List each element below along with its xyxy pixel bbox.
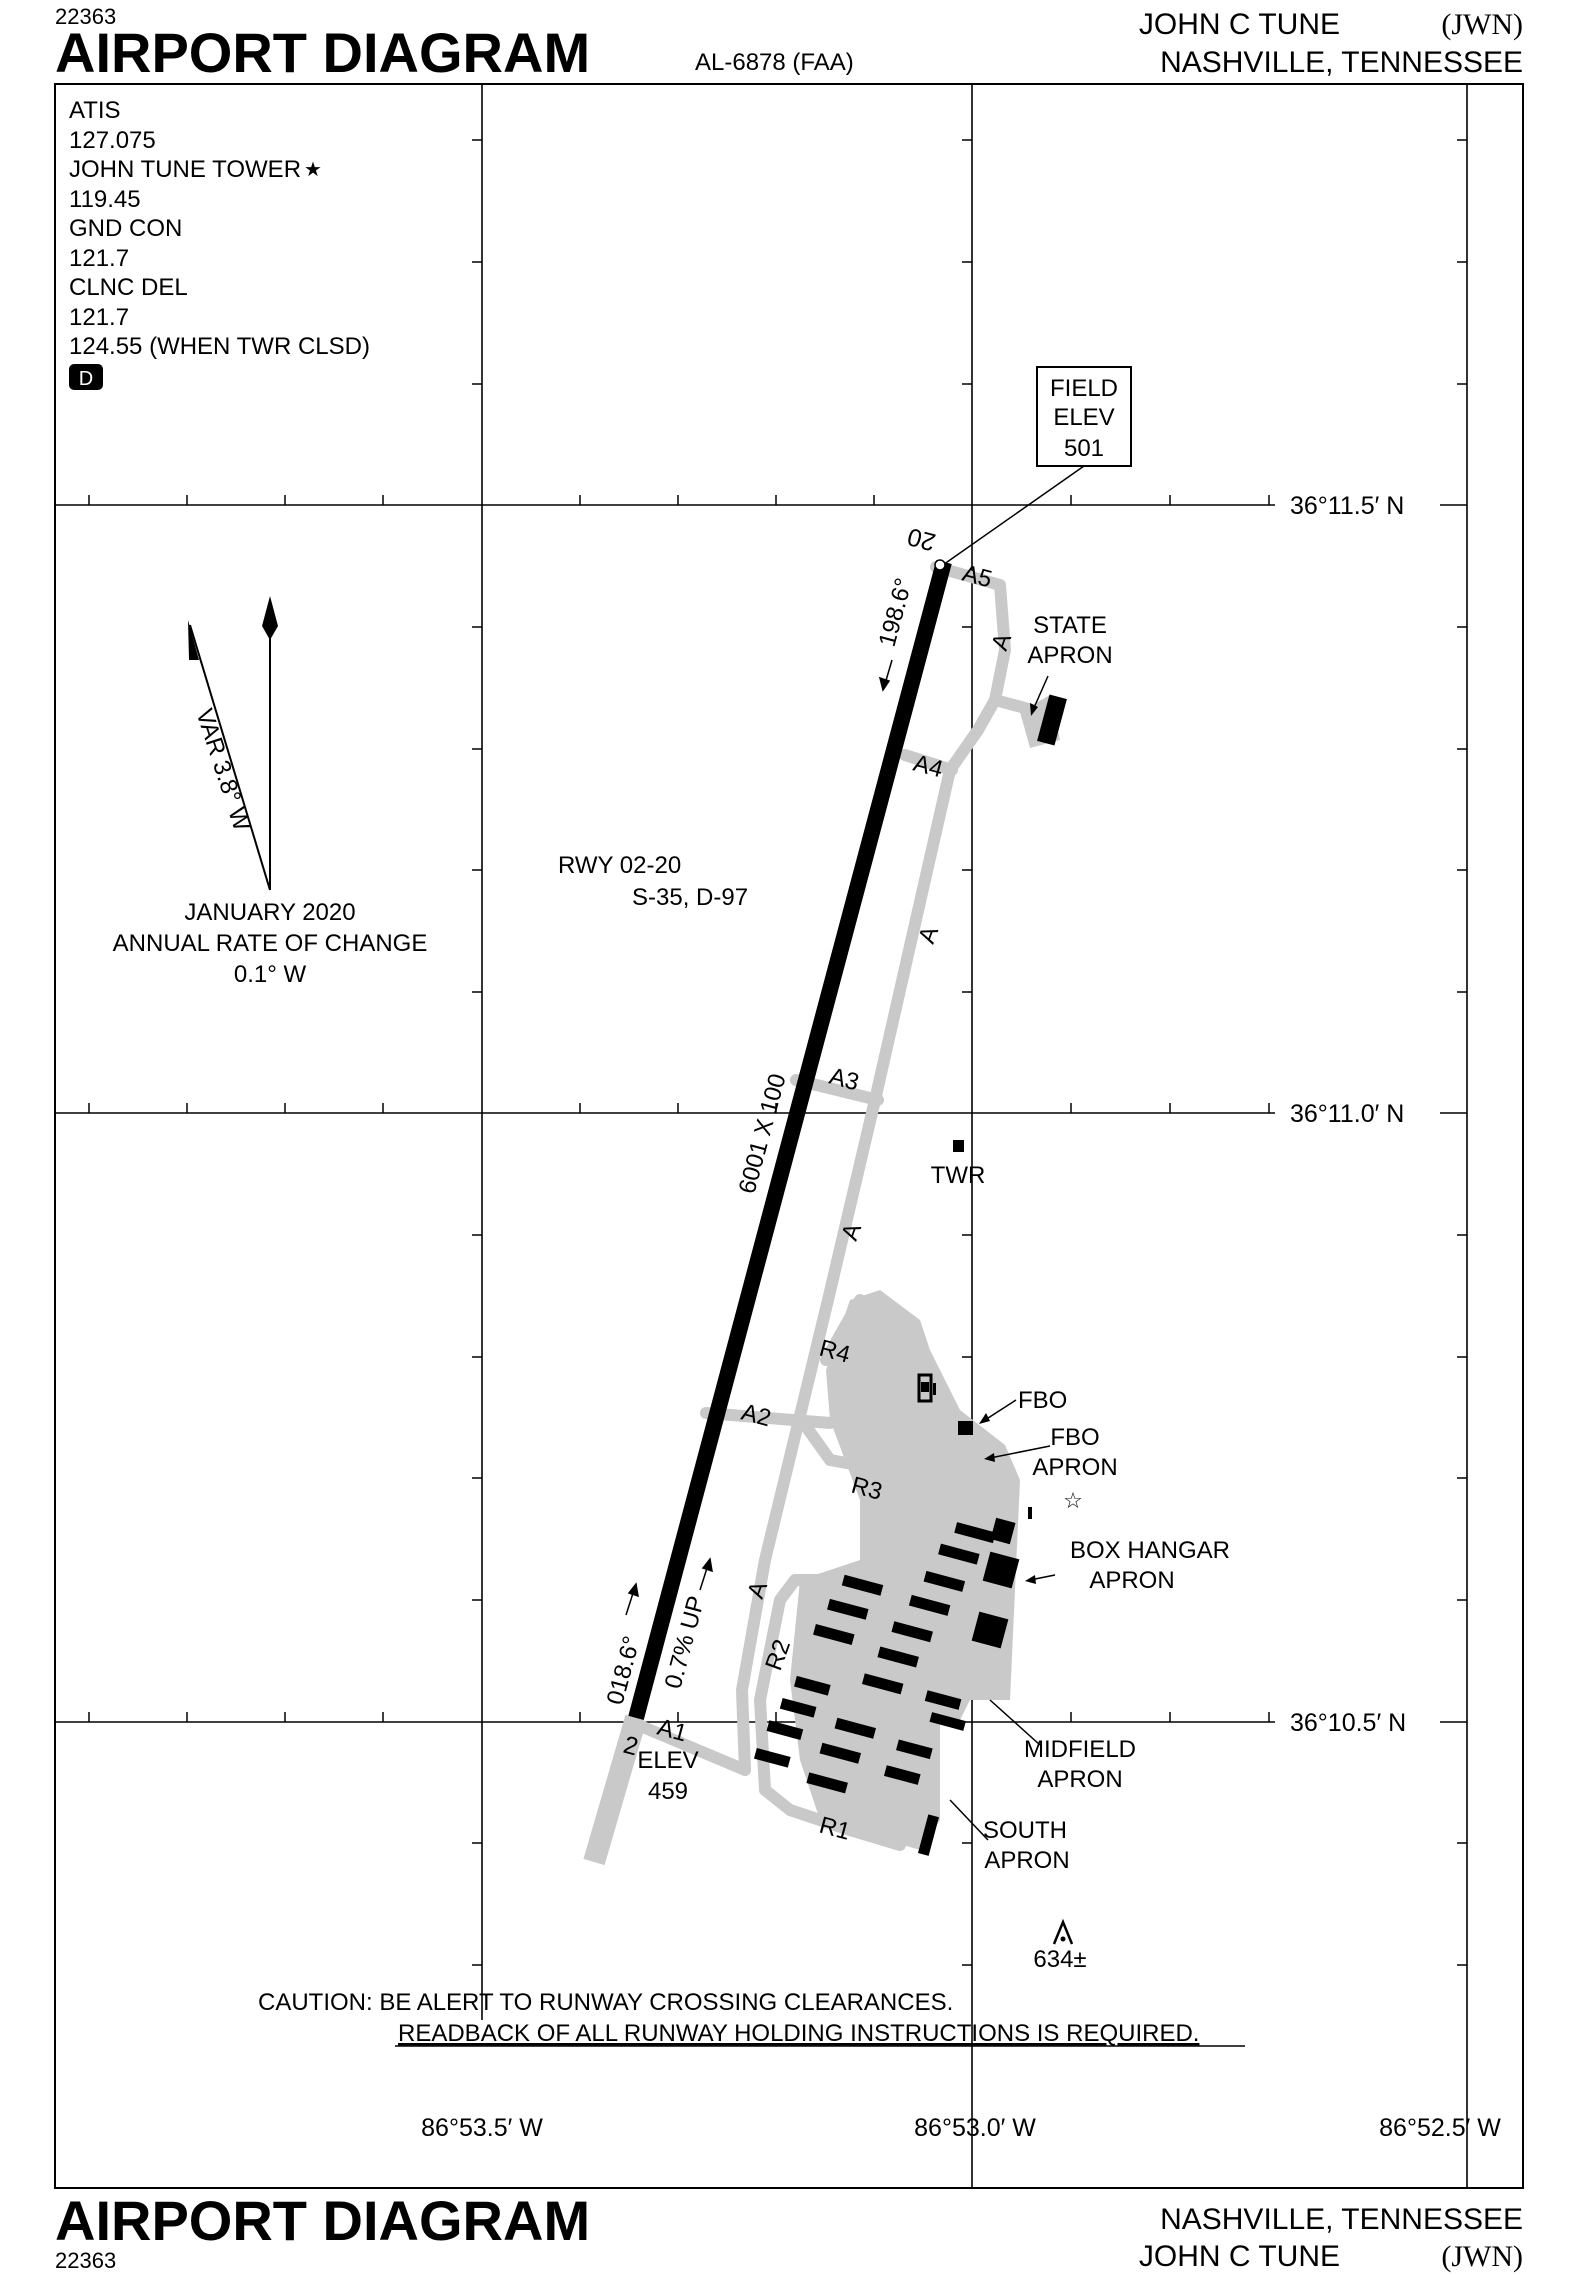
longitude-label-1: 86°53.5′ W bbox=[421, 2114, 543, 2142]
city-state-top: NASHVILLE, TENNESSEE bbox=[1160, 46, 1523, 79]
runway-heading-north: 198.6° bbox=[874, 575, 918, 649]
latitude-label-1: 36°11.5′ N bbox=[1290, 492, 1404, 520]
runway-strength: S-35, D-97 bbox=[632, 884, 748, 911]
runway-paved bbox=[628, 559, 952, 1721]
freq-line: GND CON bbox=[69, 215, 182, 242]
arrow-icon bbox=[979, 1413, 990, 1424]
field-elev-value: 501 bbox=[1064, 435, 1104, 462]
box-hangar-label: BOX HANGAR bbox=[1070, 1537, 1230, 1564]
title-top: AIRPORT DIAGRAM bbox=[55, 21, 590, 84]
minute-ticks bbox=[88, 139, 1467, 1966]
airport-name-top: JOHN C TUNE bbox=[1139, 8, 1340, 41]
chart-frame bbox=[54, 83, 1524, 2189]
taxiway-label-a4: A4 bbox=[910, 750, 945, 784]
state-apron-label: STATE bbox=[1033, 612, 1107, 639]
box-hangar bbox=[990, 1517, 1016, 1545]
freq-line: 124.55 (WHEN TWR CLSD) bbox=[69, 333, 370, 360]
buildings bbox=[753, 694, 1067, 1856]
arrow-icon bbox=[984, 1453, 995, 1462]
beacon-star-icon: ☆ bbox=[1063, 1488, 1083, 1513]
runway-overrun bbox=[583, 1714, 647, 1866]
magnetic-variation: VAR 3.8° W JANUARY 2020 ANNUAL RATE OF C… bbox=[113, 596, 428, 988]
arrow-icon bbox=[1025, 1575, 1036, 1584]
d-badge-icon bbox=[69, 364, 103, 390]
runway-designation: RWY 02-20 bbox=[558, 852, 681, 879]
field-elevation-box: FIELD ELEV 501 bbox=[939, 366, 1132, 568]
south-apron-label: APRON bbox=[984, 1847, 1069, 1874]
runway-elev-value: 459 bbox=[648, 1778, 688, 1805]
freq-line: 127.075 bbox=[69, 127, 156, 154]
variation-rate: 0.1° W bbox=[234, 961, 307, 988]
runway-arrows bbox=[625, 659, 893, 1616]
freq-line: 121.7 bbox=[69, 304, 129, 331]
field-elev-line2: ELEV bbox=[1053, 404, 1114, 431]
state-hangar bbox=[1037, 694, 1067, 746]
freq-line: 119.45 bbox=[69, 186, 141, 213]
fbo-label: FBO bbox=[1018, 1387, 1067, 1414]
caution-line-1: CAUTION: BE ALERT TO RUNWAY CROSSING CLE… bbox=[258, 1989, 953, 2016]
caution-line-2: READBACK OF ALL RUNWAY HOLDING INSTRUCTI… bbox=[398, 2020, 1199, 2047]
latitude-label-2: 36°11.0′ N bbox=[1290, 1100, 1404, 1128]
taxiway-system bbox=[637, 561, 1060, 1851]
taxiway-label-a2: A2 bbox=[738, 1399, 773, 1433]
taxiway-a bbox=[736, 579, 1011, 1776]
south-apron-label: SOUTH bbox=[983, 1817, 1067, 1844]
midfield-apron-label: MIDFIELD bbox=[1024, 1736, 1136, 1763]
airport-id-bottom: (JWN) bbox=[1441, 2240, 1523, 2273]
obstacle-icon bbox=[1052, 1918, 1074, 1945]
fbo-apron-label: FBO bbox=[1050, 1424, 1099, 1451]
field-elev-leader bbox=[939, 465, 1085, 568]
taxiway-label-a: A bbox=[742, 1578, 773, 1602]
variation-rate-label: ANNUAL RATE OF CHANGE bbox=[113, 930, 428, 957]
tower-star-icon: ★ bbox=[304, 159, 322, 181]
variation-date: JANUARY 2020 bbox=[184, 899, 355, 926]
chart-number-bottom: 22363 bbox=[55, 2248, 116, 2273]
tower-label: TWR bbox=[931, 1162, 986, 1189]
box-hangar bbox=[982, 1551, 1020, 1589]
field-elev-line1: FIELD bbox=[1050, 375, 1118, 402]
title-bottom: AIRPORT DIAGRAM bbox=[55, 2189, 590, 2252]
runway-end-20: 20 bbox=[904, 522, 938, 556]
latitude-label-3: 36°10.5′ N bbox=[1290, 1709, 1406, 1737]
freq-line: 121.7 bbox=[69, 245, 129, 272]
doc-id: AL-6878 (FAA) bbox=[695, 49, 854, 76]
taxiway-label-a: A bbox=[986, 630, 1017, 654]
longitude-label-3: 86°52.5′ W bbox=[1379, 2114, 1501, 2142]
freq-line: JOHN TUNE TOWER bbox=[69, 156, 301, 183]
state-apron-label: APRON bbox=[1027, 642, 1112, 669]
magnetic-north-line bbox=[189, 624, 271, 891]
facility-labels: STATE APRON TWR FBO FBO APRON ☆ BOX HANG… bbox=[931, 612, 1230, 1973]
city-state-bottom: NASHVILLE, TENNESSEE bbox=[1160, 2203, 1523, 2236]
box-hangar bbox=[971, 1611, 1009, 1649]
d-badge-label: D bbox=[79, 368, 93, 390]
arrow-icon bbox=[1030, 703, 1038, 716]
box-hangar-label: APRON bbox=[1089, 1567, 1174, 1594]
taxiway-label-a: A bbox=[913, 923, 944, 947]
freq-line: CLNC DEL bbox=[69, 274, 188, 301]
midfield-apron-label: APRON bbox=[1037, 1766, 1122, 1793]
taxiway-label-a5: A5 bbox=[959, 560, 994, 594]
runway-20-threshold-icon bbox=[934, 559, 946, 571]
frequency-block: ATIS 127.075 JOHN TUNE TOWER ★ 119.45 GN… bbox=[69, 97, 370, 390]
true-north-arrow-icon bbox=[262, 596, 278, 640]
obstacle-height: 634± bbox=[1033, 1946, 1086, 1973]
runway-elev-label: ELEV bbox=[637, 1747, 698, 1774]
magnetic-north-flag-icon bbox=[188, 620, 199, 660]
chart-number-top: 22363 bbox=[55, 4, 116, 29]
south-hangar bbox=[917, 1814, 939, 1856]
variation-label: VAR 3.8° W bbox=[190, 706, 255, 835]
fuel-icon bbox=[917, 1373, 933, 1403]
freq-line: ATIS bbox=[69, 97, 121, 124]
fbo-apron-label: APRON bbox=[1032, 1454, 1117, 1481]
airport-id-top: (JWN) bbox=[1441, 8, 1523, 41]
fbo-building bbox=[958, 1421, 973, 1435]
tower-building bbox=[953, 1140, 964, 1152]
longitude-label-2: 86°53.0′ W bbox=[914, 2114, 1036, 2142]
runway-02-20 bbox=[583, 559, 952, 1866]
airport-name-bottom: JOHN C TUNE bbox=[1139, 2240, 1340, 2273]
